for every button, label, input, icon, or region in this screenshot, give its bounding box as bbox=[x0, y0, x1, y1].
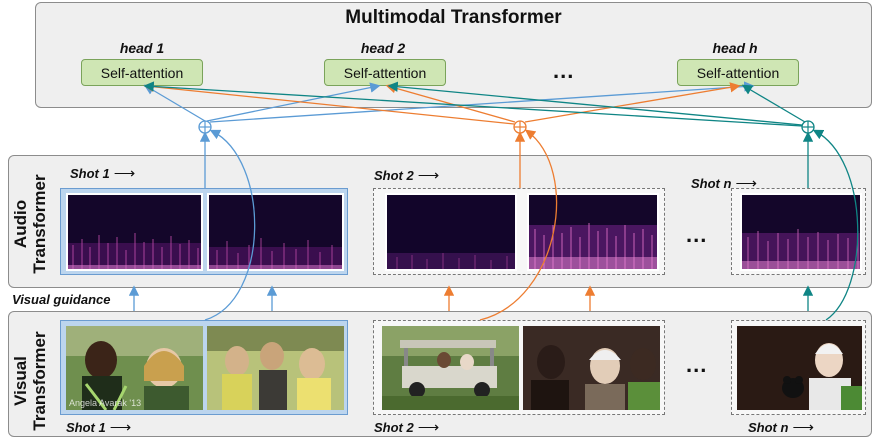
sum1-to-head2 bbox=[206, 82, 381, 122]
spectrogram-graphic bbox=[209, 195, 342, 269]
spectrogram-graphic bbox=[387, 195, 515, 269]
head-1-label: head 1 bbox=[119, 40, 165, 56]
visual-to-sum-arrow-shotn bbox=[812, 129, 859, 321]
sum-node-shot2 bbox=[513, 120, 527, 134]
shot-label-text: Shot 2 bbox=[374, 168, 414, 183]
shot-arrow-icon: ⟶ bbox=[735, 175, 757, 192]
self-attention-head-2: Self-attention bbox=[324, 59, 446, 86]
head-h-label: head h bbox=[712, 40, 758, 56]
audio-ellipsis: ... bbox=[686, 222, 708, 247]
shot-label-text: Shot n bbox=[691, 176, 732, 191]
audio-shot-1-label: Shot 1⟶ bbox=[70, 164, 135, 182]
video-frame-graphic bbox=[523, 326, 660, 410]
video-frame bbox=[382, 326, 519, 410]
shot-arrow-icon: ⟶ bbox=[417, 167, 440, 184]
spectrogram-image bbox=[740, 193, 862, 271]
video-frame-graphic bbox=[737, 326, 862, 410]
video-frame bbox=[207, 326, 344, 410]
shot-arrow-icon: ⟶ bbox=[109, 419, 132, 436]
spectrogram-image bbox=[527, 193, 659, 271]
sum-node-shotn bbox=[801, 120, 815, 134]
multimodal-transformer-title: Multimodal Transformer bbox=[345, 7, 562, 28]
shot-arrow-icon: ⟶ bbox=[113, 165, 136, 182]
shot-arrow-icon: ⟶ bbox=[792, 419, 814, 436]
visual-guidance-label: Visual guidance bbox=[12, 292, 111, 307]
video-frame-graphic bbox=[66, 326, 203, 410]
audio-shot-2-label: Shot 2⟶ bbox=[374, 166, 439, 184]
video-watermark: Angela Avarak '13 bbox=[69, 398, 142, 408]
spectrogram-image bbox=[66, 193, 203, 271]
video-frame: Angela Avarak '13 bbox=[66, 326, 203, 410]
visual-shot-n-label: Shot n⟶ bbox=[748, 418, 814, 436]
visual-to-sum-arrow-shot1 bbox=[204, 129, 256, 321]
shot-label-text: Shot n bbox=[748, 420, 789, 435]
sumn-to-head2 bbox=[387, 81, 803, 126]
sum-node-shot1 bbox=[198, 120, 212, 134]
video-frame-graphic bbox=[207, 326, 344, 410]
sumn-to-headh bbox=[741, 84, 806, 123]
shot-label-text: Shot 1 bbox=[66, 420, 106, 435]
visual-ellipsis: ... bbox=[686, 352, 708, 377]
spectrogram-graphic bbox=[529, 195, 657, 269]
visual-to-sum-arrow-shot2 bbox=[479, 129, 558, 321]
shot-label-text: Shot 1 bbox=[70, 166, 110, 181]
spectrogram-graphic bbox=[742, 195, 860, 269]
spectrogram-image bbox=[385, 193, 517, 271]
visual-shot-1-label: Shot 1⟶ bbox=[66, 418, 131, 436]
self-attention-label: Self-attention bbox=[696, 64, 780, 81]
video-frame bbox=[737, 326, 862, 410]
sum2-to-headh bbox=[524, 82, 741, 123]
spectrogram-graphic bbox=[68, 195, 201, 269]
video-frame-graphic bbox=[382, 326, 519, 410]
audio-shot-n-label: Shot n⟶ bbox=[691, 174, 757, 192]
heads-ellipsis: ... bbox=[553, 58, 575, 83]
visual-shot-2-label: Shot 2⟶ bbox=[374, 418, 439, 436]
head-2-label: head 2 bbox=[360, 40, 406, 56]
shot-arrow-icon: ⟶ bbox=[417, 419, 440, 436]
self-attention-label: Self-attention bbox=[100, 64, 184, 81]
sumn-to-head1 bbox=[143, 81, 803, 127]
video-frame bbox=[523, 326, 660, 410]
shot-label-text: Shot 2 bbox=[374, 420, 414, 435]
self-attention-label: Self-attention bbox=[343, 64, 427, 81]
sum2-to-head1 bbox=[143, 81, 515, 125]
sum1-to-head1 bbox=[143, 84, 206, 122]
self-attention-head-h: Self-attention bbox=[677, 59, 799, 86]
sum1-to-headh bbox=[209, 81, 755, 123]
self-attention-head-1: Self-attention bbox=[81, 59, 203, 86]
spectrogram-image bbox=[207, 193, 344, 271]
